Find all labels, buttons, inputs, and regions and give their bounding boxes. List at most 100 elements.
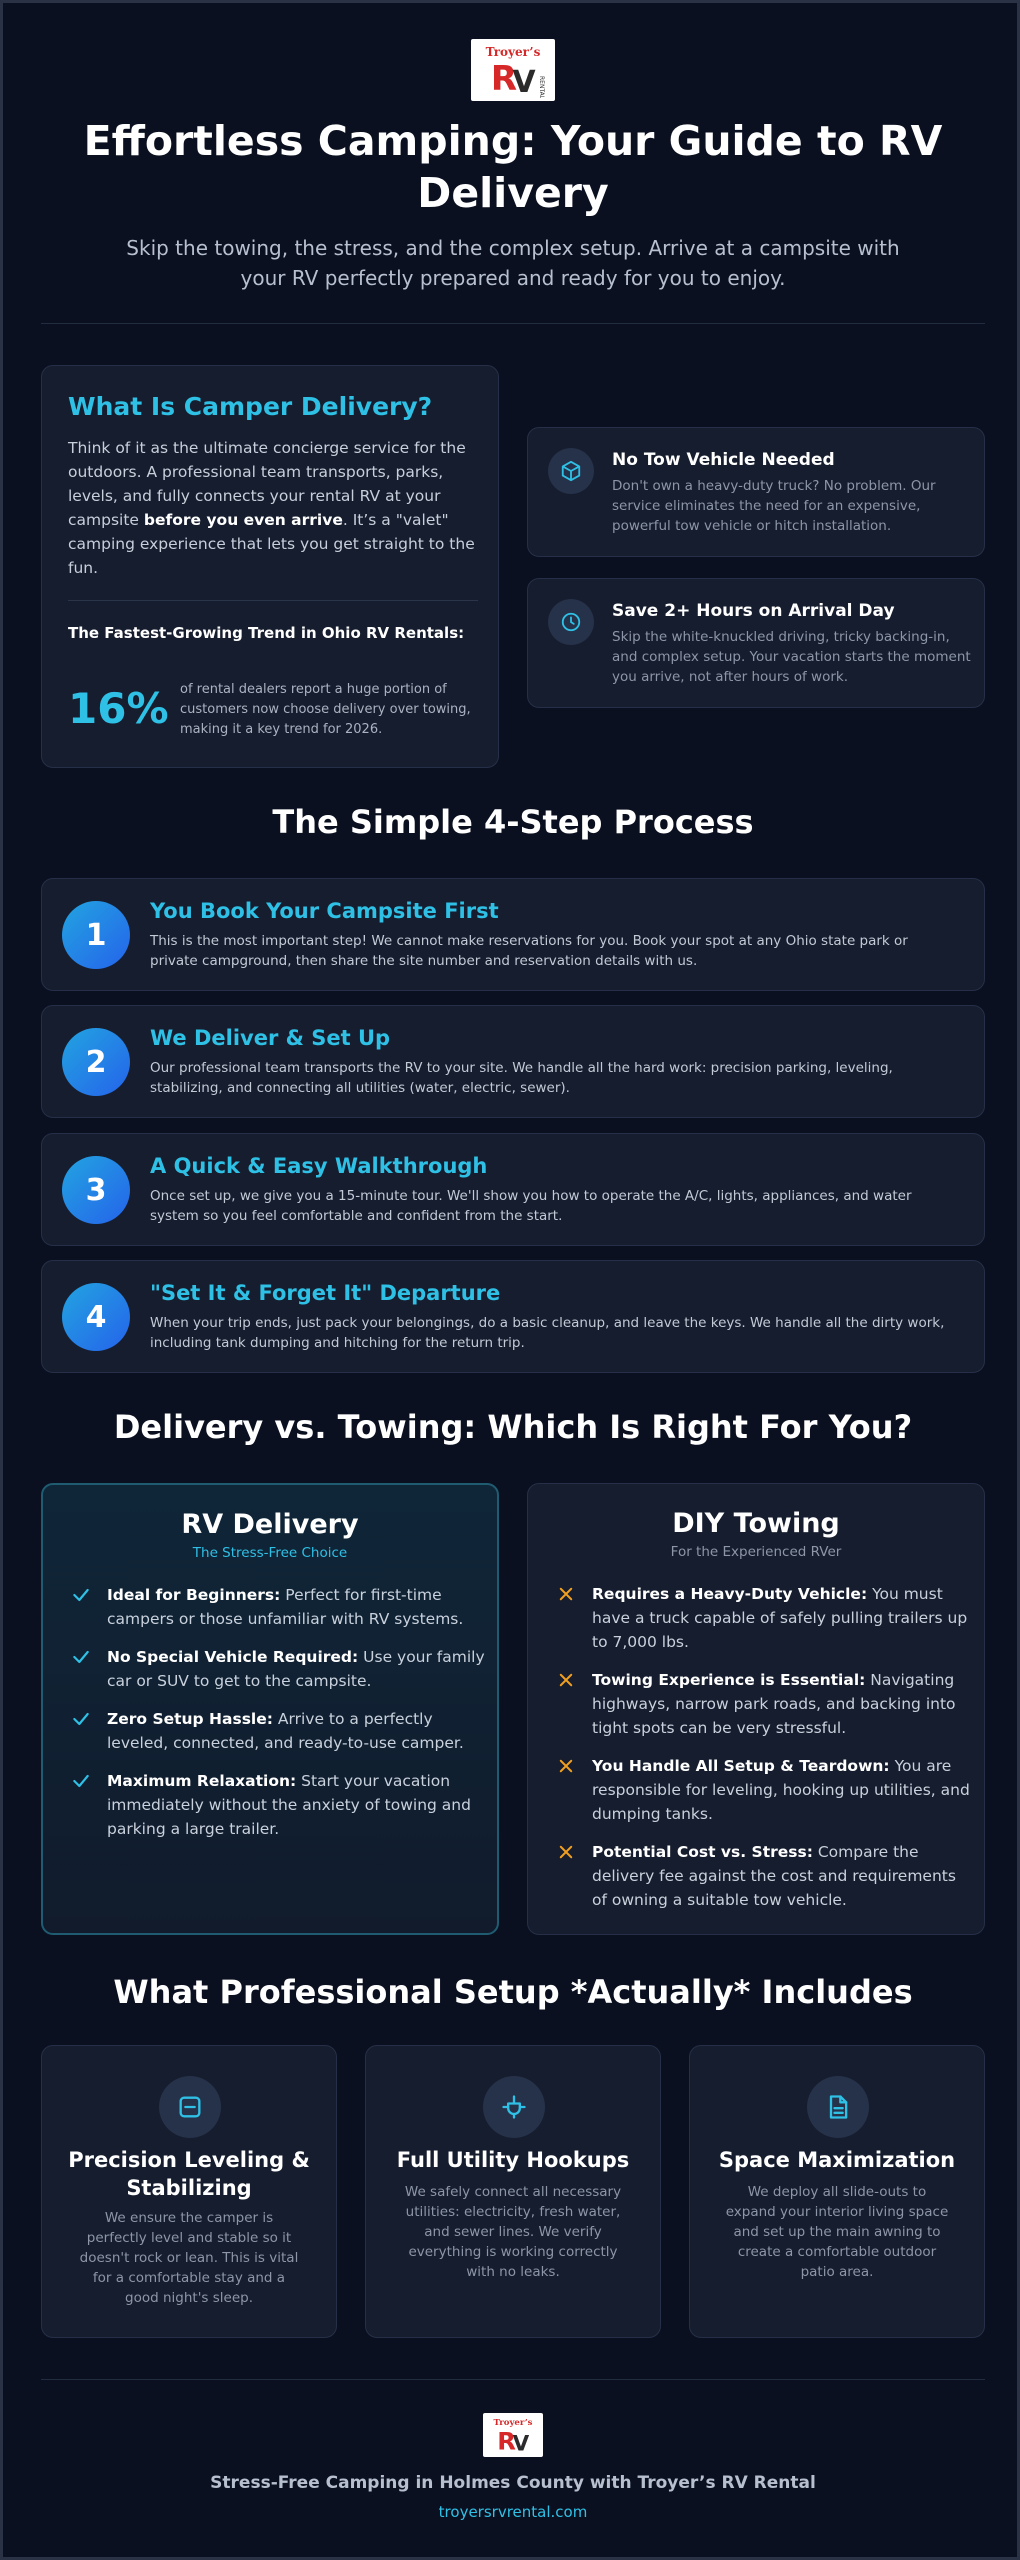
logo-mark: Troyer’s R V <box>493 2418 532 2455</box>
list-item: Towing Experience is Essential: Navigati… <box>554 1668 974 1740</box>
feature-title: No Tow Vehicle Needed <box>612 450 835 470</box>
clock-icon <box>548 599 594 645</box>
step-card: 3 A Quick & Easy Walkthrough Once set up… <box>41 1133 985 1246</box>
body-text: . It’s a "valet" camping experience that… <box>68 511 475 577</box>
x-icon <box>554 1754 578 1778</box>
footer-logo[interactable]: Troyer’s R V <box>483 2413 543 2457</box>
page-subtitle: Skip the towing, the stress, and the com… <box>126 236 900 290</box>
x-icon <box>554 1840 578 1864</box>
feature-card: No Tow Vehicle Needed Don't own a heavy-… <box>527 427 985 557</box>
divider <box>41 2379 985 2380</box>
step-card: 2 We Deliver & Set Up Our professional t… <box>41 1005 985 1118</box>
towing-title: DIY Towing <box>672 1508 840 1539</box>
item-label: Zero Setup Hassle: <box>107 1710 273 1728</box>
setup-card: Precision Leveling & Stabilizing We ensu… <box>41 2045 337 2338</box>
check-icon <box>69 1769 93 1793</box>
svg-text:R: R <box>491 59 517 98</box>
item-label: Potential Cost vs. Stress: <box>592 1843 813 1861</box>
item-text: Navigating highways, narrow park roads, … <box>592 1671 956 1737</box>
page-title: Effortless Camping: Your Guide to RV Del… <box>83 117 943 217</box>
list-item: No Special Vehicle Required: Use your fa… <box>69 1645 489 1693</box>
step-title: "Set It & Forget It" Departure <box>150 1281 501 1305</box>
item-text: Use your family car or SUV to get to the… <box>107 1648 485 1690</box>
svg-text:V: V <box>512 65 536 98</box>
step-title: We Deliver & Set Up <box>150 1026 391 1050</box>
stat-value: 16% <box>68 684 169 733</box>
step-text: This is the most important step! We cann… <box>150 933 908 969</box>
body-text: Think of it as the ultimate concierge se… <box>68 439 466 529</box>
list-item: Zero Setup Hassle: Arrive to a perfectly… <box>69 1707 489 1755</box>
logo-mark: Troyer’s R V RENTALS <box>486 45 545 98</box>
level-icon <box>159 2076 221 2138</box>
setup-title: What Professional Setup *Actually* Inclu… <box>113 1973 913 2011</box>
setup-card: Full Utility Hookups We safely connect a… <box>365 2045 661 2338</box>
box-icon <box>548 448 594 494</box>
footer-tagline: Stress-Free Camping in Holmes County wit… <box>210 2473 816 2493</box>
item-label: Requires a Heavy-Duty Vehicle: <box>592 1585 868 1603</box>
list-item: Ideal for Beginners: Perfect for first-t… <box>69 1583 489 1631</box>
compare-title: Delivery vs. Towing: Which Is Right For … <box>113 1408 913 1446</box>
check-icon <box>69 1583 93 1607</box>
divider <box>68 600 478 601</box>
check-icon <box>69 1707 93 1731</box>
item-label: Towing Experience is Essential: <box>592 1671 866 1689</box>
feature-card: Save 2+ Hours on Arrival Day Skip the wh… <box>527 578 985 708</box>
setup-card: Space Maximization We deploy all slide-o… <box>689 2045 985 2338</box>
list-item: Requires a Heavy-Duty Vehicle: You must … <box>554 1582 974 1654</box>
svg-text:V: V <box>513 2432 530 2455</box>
item-text: Compare the delivery fee against the cos… <box>592 1843 956 1909</box>
item-text: Arrive to a perfectly leveled, connected… <box>107 1710 464 1752</box>
step-number: 2 <box>62 1028 130 1096</box>
step-title: You Book Your Campsite First <box>150 899 499 923</box>
brand-logo[interactable]: Troyer’s R V RENTALS <box>471 39 555 101</box>
step-title: A Quick & Easy Walkthrough <box>150 1154 488 1178</box>
step-card: 4 "Set It & Forget It" Departure When yo… <box>41 1260 985 1373</box>
feature-text: Don't own a heavy-duty truck? No problem… <box>612 478 936 534</box>
x-icon <box>554 1668 578 1692</box>
towing-card: DIY Towing For the Experienced RVer Requ… <box>527 1483 985 1935</box>
delivery-list: Ideal for Beginners: Perfect for first-t… <box>69 1583 489 1855</box>
setup-card-title: Space Maximization <box>718 2148 956 2172</box>
footer-website-link[interactable]: troyersrvrental.com <box>438 2503 588 2521</box>
feature-text: Skip the white-knuckled driving, tricky … <box>612 629 971 685</box>
check-icon <box>69 1645 93 1669</box>
towing-subtitle: For the Experienced RVer <box>670 1544 842 1560</box>
feature-title: Save 2+ Hours on Arrival Day <box>612 601 895 621</box>
setup-card-title: Full Utility Hookups <box>396 2148 630 2172</box>
delivery-card: RV Delivery The Stress-Free Choice Ideal… <box>41 1483 499 1935</box>
item-text: Start your vacation immediately without … <box>107 1772 471 1838</box>
svg-text:Troyer’s: Troyer’s <box>493 2418 532 2428</box>
towing-list: Requires a Heavy-Duty Vehicle: You must … <box>554 1582 974 1926</box>
what-is-body: Think of it as the ultimate concierge se… <box>68 436 478 580</box>
step-text: Our professional team transports the RV … <box>150 1060 893 1096</box>
list-item: Maximum Relaxation: Start your vacation … <box>69 1769 489 1841</box>
document-icon <box>807 2076 869 2138</box>
setup-card-text: We safely connect all necessary utilitie… <box>404 2184 622 2280</box>
body-emphasis: before you even arrive <box>143 511 343 529</box>
stat-description: of rental dealers report a huge portion … <box>180 682 471 737</box>
item-label: No Special Vehicle Required: <box>107 1648 359 1666</box>
divider <box>41 323 985 324</box>
plug-icon <box>483 2076 545 2138</box>
item-label: Maximum Relaxation: <box>107 1772 297 1790</box>
step-number: 1 <box>62 901 130 969</box>
trend-title: The Fastest-Growing Trend in Ohio RV Ren… <box>68 624 465 642</box>
delivery-title: RV Delivery <box>181 1509 359 1540</box>
item-text: Perfect for first-time campers or those … <box>107 1586 464 1628</box>
setup-card-title: Precision Leveling & Stabilizing <box>68 2148 310 2200</box>
setup-card-text: We deploy all slide-outs to expand your … <box>725 2184 949 2280</box>
list-item: Potential Cost vs. Stress: Compare the d… <box>554 1840 974 1912</box>
item-label: Ideal for Beginners: <box>107 1586 281 1604</box>
step-card: 1 You Book Your Campsite First This is t… <box>41 878 985 991</box>
step-text: Once set up, we give you a 15-minute tou… <box>150 1188 912 1224</box>
step-number: 4 <box>62 1283 130 1351</box>
list-item: You Handle All Setup & Teardown: You are… <box>554 1754 974 1826</box>
svg-text:RENTALS: RENTALS <box>538 76 545 98</box>
what-is-title: What Is Camper Delivery? <box>68 392 433 421</box>
process-title: The Simple 4-Step Process <box>272 803 754 841</box>
step-text: When your trip ends, just pack your belo… <box>150 1315 945 1351</box>
setup-card-text: We ensure the camper is perfectly level … <box>79 2210 299 2306</box>
svg-text:Troyer’s: Troyer’s <box>486 45 541 59</box>
svg-text:R: R <box>497 2426 516 2455</box>
